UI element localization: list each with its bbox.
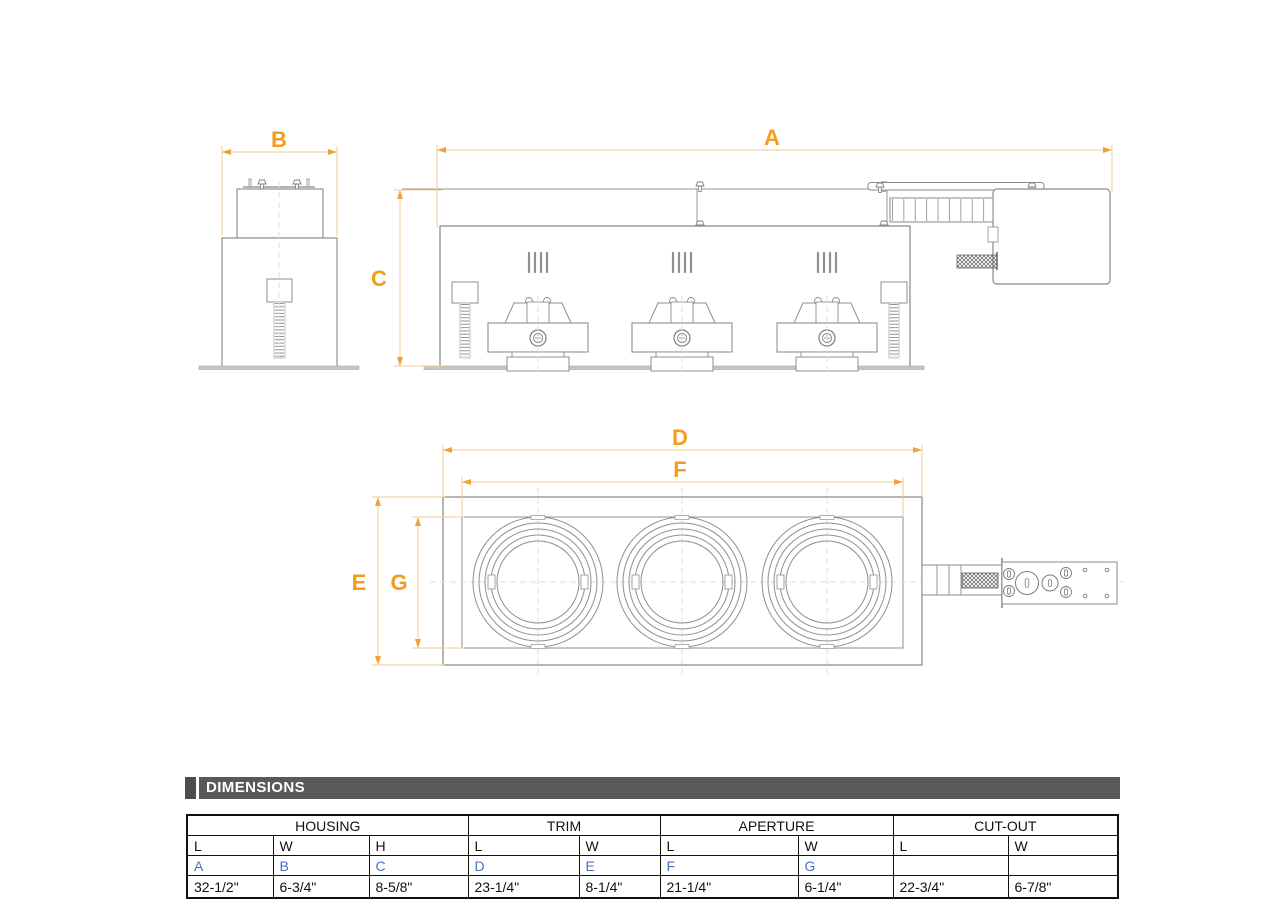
col-header: W	[272, 835, 370, 856]
dim-value-cell: 6-1/4"	[797, 875, 894, 899]
knockout-hole	[1015, 571, 1039, 595]
dim-label-a: A	[764, 125, 780, 150]
vent-slots	[527, 251, 838, 274]
col-header: L	[467, 835, 580, 856]
table-value-row: 32-1/2" 6-3/4" 8-5/8" 23-1/4" 8-1/4" 21-…	[186, 875, 1119, 899]
dim-value-cell: 6-3/4"	[272, 875, 370, 899]
junction-box	[992, 188, 1111, 285]
dim-ref-cell: D	[467, 855, 580, 876]
dim-ref-cell: C	[368, 855, 469, 876]
centerline	[537, 296, 828, 376]
table-letter-row: A B C D E F G	[186, 855, 1119, 876]
side-view	[402, 181, 1111, 376]
col-header: H	[368, 835, 469, 856]
dim-value-cell: 32-1/2"	[186, 875, 274, 899]
col-header: W	[1007, 835, 1119, 856]
col-header: W	[797, 835, 894, 856]
dim-value-cell: 23-1/4"	[467, 875, 580, 899]
col-header: W	[578, 835, 661, 856]
dim-label-b: B	[271, 127, 287, 152]
group-header-aperture: APERTURE	[659, 814, 894, 836]
technical-drawing: B A C D F	[198, 125, 1125, 676]
dim-label-e: E	[352, 570, 367, 595]
ceiling-flange	[198, 365, 360, 370]
dimension-lines: B A C D F	[221, 125, 1113, 666]
front-view	[198, 178, 360, 370]
col-header: L	[186, 835, 274, 856]
hanger-bar	[867, 182, 1045, 191]
dim-label-g: G	[390, 570, 407, 595]
dim-ref-cell	[1007, 855, 1119, 876]
dim-value-cell: 6-7/8"	[1007, 875, 1119, 899]
dim-ref-cell: B	[272, 855, 370, 876]
dim-ref-cell: E	[578, 855, 661, 876]
col-header: L	[659, 835, 799, 856]
dim-value-cell: 22-3/4"	[892, 875, 1009, 899]
dim-label-c: C	[371, 266, 387, 291]
table-group-row: HOUSING TRIM APERTURE CUT-OUT	[186, 814, 1119, 836]
header-accent-block	[185, 777, 196, 799]
dim-value-cell: 8-5/8"	[368, 875, 469, 899]
col-header: L	[892, 835, 1009, 856]
dim-ref-cell: A	[186, 855, 274, 876]
flex-conduit	[956, 254, 998, 269]
dim-ref-cell: F	[659, 855, 799, 876]
section-title: DIMENSIONS	[206, 779, 306, 796]
hanger-rail	[889, 197, 994, 223]
knockout-hole	[1041, 574, 1059, 592]
section-header-bar: DIMENSIONS	[185, 777, 1120, 799]
group-header-cutout: CUT-OUT	[892, 814, 1119, 836]
flex-conduit-bottom	[961, 572, 999, 589]
housing-top-box	[236, 188, 324, 239]
bottom-view	[430, 488, 1125, 676]
table-subheader-row: L W H L W L W L W	[186, 835, 1119, 856]
dim-label-d: D	[672, 425, 688, 450]
dim-label-f: F	[673, 457, 686, 482]
group-header-housing: HOUSING	[186, 814, 469, 836]
dim-ref-cell: G	[797, 855, 894, 876]
dim-value-cell: 21-1/4"	[659, 875, 799, 899]
dim-value-cell: 8-1/4"	[578, 875, 661, 899]
group-header-trim: TRIM	[467, 814, 661, 836]
section-header: DIMENSIONS	[199, 777, 1120, 799]
dim-ref-cell	[892, 855, 1009, 876]
dimensions-table: HOUSING TRIM APERTURE CUT-OUT L W H L W …	[186, 814, 1120, 899]
